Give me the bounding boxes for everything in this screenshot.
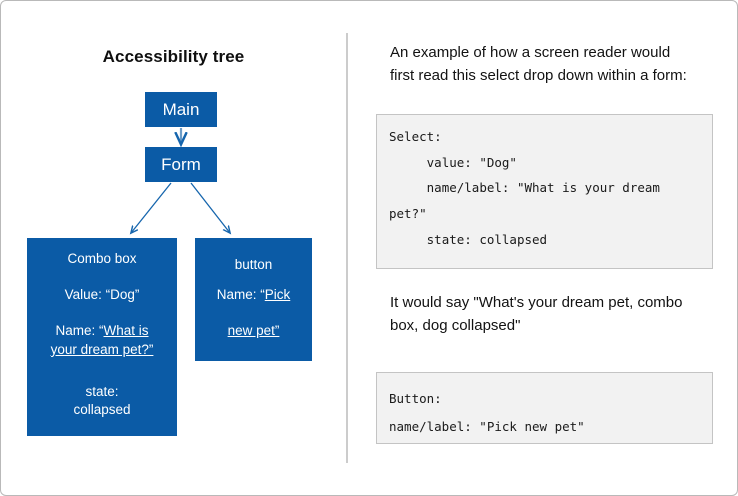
combobox-name-line-2: your dream pet?” bbox=[50, 341, 154, 357]
button-name-line-2: new pet” bbox=[227, 323, 280, 339]
connector-form-to-button bbox=[190, 182, 230, 233]
tree-node-main-label: Main bbox=[162, 99, 200, 119]
tree-node-main[interactable]: Main bbox=[145, 92, 217, 127]
button-role-label: button bbox=[234, 257, 273, 272]
combobox-name-line-1: Name: “What is bbox=[33, 322, 171, 340]
combobox-state-value: collapsed bbox=[73, 402, 131, 418]
combobox-role-label: Combo box bbox=[67, 251, 137, 266]
tree-node-form-label: Form bbox=[161, 154, 201, 174]
select-code-block: Select: value: "Dog" name/label: "What i… bbox=[376, 114, 713, 269]
combobox-value-label: Value: “Dog” bbox=[64, 287, 140, 303]
button-name-line-1: Name: “Pick bbox=[201, 286, 306, 304]
combobox-name-prefix: Name: “ bbox=[55, 323, 104, 339]
intro-paragraph: An example of how a screen reader would … bbox=[390, 44, 687, 85]
screen-reader-explanation-panel: An example of how a screen reader would … bbox=[376, 1, 713, 495]
page-title: Accessibility tree bbox=[102, 47, 245, 66]
accessibility-tree-panel: Accessibility tree Main Form Combo box V… bbox=[1, 1, 346, 495]
combobox-name-part-1: What is bbox=[103, 323, 149, 339]
connector-form-to-combobox bbox=[131, 182, 172, 233]
tree-node-combobox[interactable]: Combo box Value: “Dog” Name: “What is yo… bbox=[27, 238, 177, 436]
tree-node-form[interactable]: Form bbox=[145, 147, 217, 182]
button-name-prefix: Name: “ bbox=[216, 287, 265, 303]
spoken-output-paragraph: It would say "What's your dream pet, com… bbox=[390, 294, 683, 335]
tree-node-button[interactable]: button Name: “Pick new pet” bbox=[195, 238, 312, 361]
vertical-divider bbox=[346, 33, 348, 463]
button-code-block: Button: name/label: "Pick new pet" bbox=[376, 372, 713, 444]
combobox-state-label: state: bbox=[85, 383, 119, 399]
button-name-part-1: Pick bbox=[264, 287, 291, 303]
